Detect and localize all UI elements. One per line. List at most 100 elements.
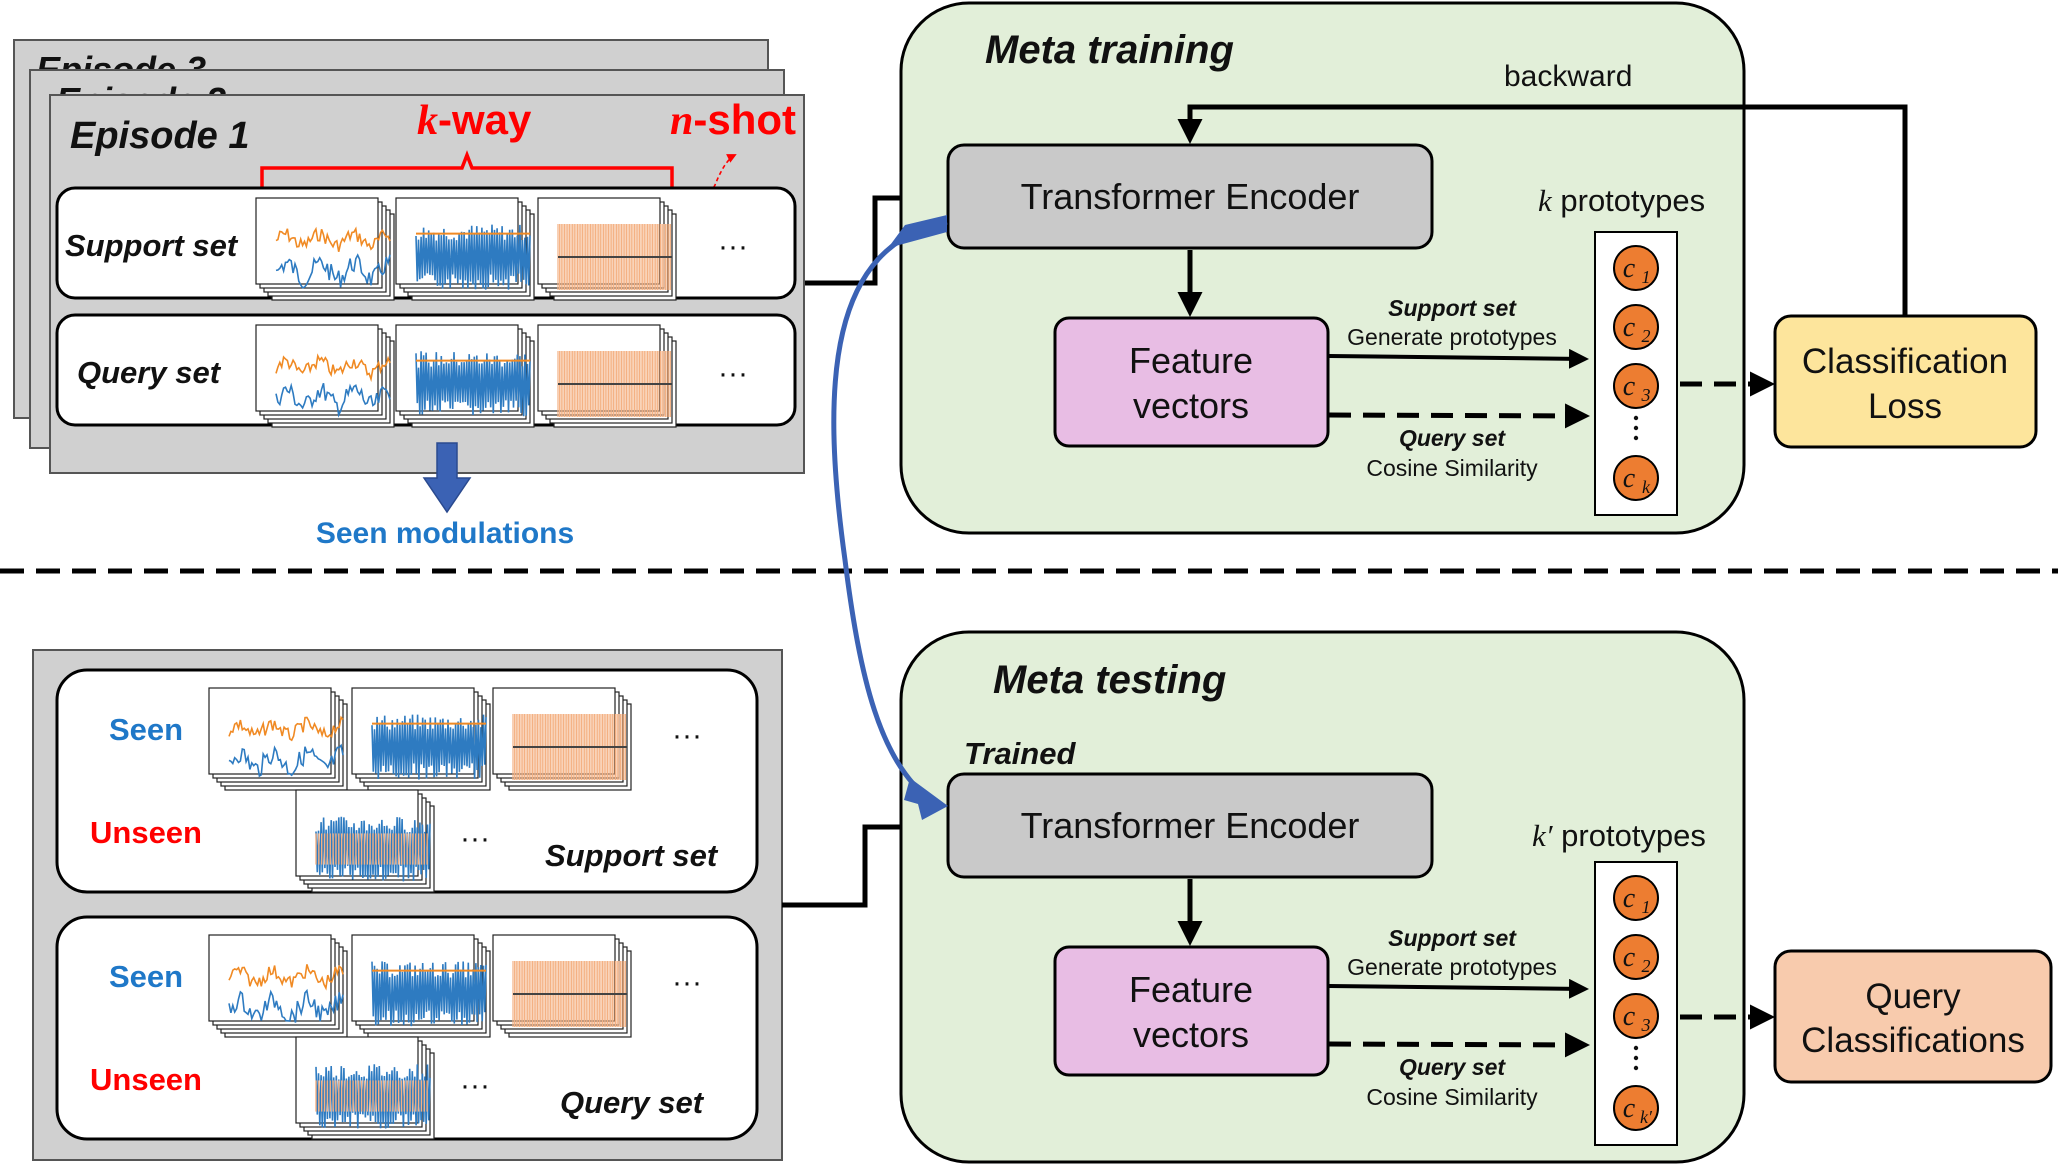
testing-support-seen-label: Seen [109,712,183,747]
testing-query-label: Query set [560,1085,705,1120]
k-way-suffix: -way [438,96,532,143]
signal-trace [315,1064,431,1129]
n-shot-suffix: -shot [693,96,796,143]
prototype-node-subscript: k [1642,477,1651,497]
prototype-ellipsis-dot [1633,435,1639,441]
signal-trace [275,226,391,252]
testing-support-seen-ellipsis: ··· [672,719,702,752]
test-prototypes-text: prototypes [1553,818,1706,853]
signal-trace [275,382,391,418]
test-encoder-label: Transformer Encoder [1021,805,1360,846]
testing-query-seen-label: Seen [109,959,183,994]
prototype-node-label: c [1623,371,1636,402]
episode-support-ellipsis: ··· [718,230,748,263]
n-shot-label: n-shot [670,96,796,144]
prototype-node [1613,363,1659,409]
meta-testing-panel: Meta testing Trained Transformer Encoder… [899,630,2053,1164]
query-classifications-line2: Classifications [1801,1021,2025,1060]
test-support-sub: Generate prototypes [1347,954,1557,980]
test-query-arrow [1328,1032,1590,1058]
seen-modulations-arrow [422,442,472,514]
signal-trace [371,961,487,1027]
meta-training-panel: Meta training backward Transformer Encod… [899,1,2038,535]
train-feature-line1: Feature [1129,340,1253,381]
signal-trace [371,714,487,780]
k-way-symbol: k [417,98,438,144]
train-support-arrow [1328,348,1589,369]
signal-thumbnail [208,687,332,775]
prototype-node [1613,455,1659,501]
classification-loss-line2: Loss [1868,387,1942,426]
prototype-node-subscript: 3 [1641,385,1651,405]
testing-query-unseen-thumbs [295,1036,435,1140]
episode-stack: Episode 3 Episode 2 Episode 1 k-way n-sh… [13,39,805,550]
prototype-node-label: c [1623,883,1636,914]
episode-query-label: Query set [77,355,222,390]
train-encoder-box[interactable] [946,143,1434,250]
prototype-node-label: c [1623,1093,1636,1124]
train-support-sub: Generate prototypes [1347,324,1557,350]
train-encoder-label: Transformer Encoder [1021,176,1360,217]
trained-transfer-arrow-tail [888,215,947,248]
train-query-bold: Query set [1399,425,1506,451]
signal-thumbnail-stack [208,687,348,791]
seen-modulations-label: Seen modulations [316,517,574,550]
signal-trace [228,964,344,991]
trained-transfer-arrow-head [904,778,948,820]
signal-trace [228,715,344,742]
signal-thumbnail-stack [255,197,395,301]
testing-support-unseen-ellipsis: ··· [460,822,490,855]
signal-thumbnail-stack [395,324,535,428]
signal-trace [228,743,344,778]
prototype-ellipsis-dot [1633,1045,1639,1051]
signal-trace [415,224,531,290]
testing-support-unseen-thumbs [295,789,435,893]
test-prototypes-symbol: k′ [1532,818,1554,853]
test-feature-box[interactable] [1053,945,1330,1077]
prototype-node-label: c [1623,1001,1636,1032]
test-prototypes-label: k′ prototypes [1532,818,1706,853]
backward-label: backward [1504,60,1632,93]
testing-query-unseen-label: Unseen [90,1062,202,1097]
prototype-node-label: c [1623,942,1636,973]
k-way-label: k-way [417,96,532,144]
classification-loss-line1: Classification [1802,342,2008,381]
train-query-sub: Cosine Similarity [1366,455,1538,481]
query-classifications-box[interactable] [1773,949,2053,1084]
classification-loss-box[interactable] [1773,314,2038,449]
episode-query-thumbs [255,324,677,428]
query-classifications-line1: Query [1865,977,1961,1016]
meta-training-title: Meta training [985,28,1234,72]
signal-thumbnail-stack [537,197,677,301]
train-prototypes-label: k prototypes [1538,183,1705,218]
prototype-ellipsis-dot [1633,415,1639,421]
train-feature-box[interactable] [1053,316,1330,448]
prototype-node [1613,1085,1659,1131]
signal-thumbnail [208,934,332,1022]
train-feature-line2: vectors [1133,385,1249,426]
prototype-node-subscript: 2 [1642,326,1651,346]
prototype-node-subscript: 1 [1642,897,1651,917]
prototype-ellipsis-dot [1633,1055,1639,1061]
test-support-arrow [1328,978,1589,999]
n-shot-pointer [699,154,737,213]
test-support-bold: Support set [1388,925,1517,951]
episode-query-ellipsis: ··· [718,357,748,390]
prototype-node [1613,934,1659,980]
testing-query-seen-ellipsis: ··· [672,966,702,999]
signal-thumbnail [255,197,379,285]
signal-trace [415,351,531,417]
test-encoder-box[interactable] [946,772,1434,879]
train-support-bold: Support set [1388,295,1517,321]
episode-support-thumbs [255,197,677,301]
signal-trace [315,816,431,882]
signal-thumbnail-stack [295,1036,435,1140]
signal-thumbnail-stack [351,687,491,791]
meta-testing-title: Meta testing [993,658,1226,702]
prototype-node-subscript: 3 [1641,1015,1651,1035]
signal-trace [275,353,391,383]
testing-sets: Seen Unseen ··· ··· Support set Seen Uns… [32,649,783,1161]
